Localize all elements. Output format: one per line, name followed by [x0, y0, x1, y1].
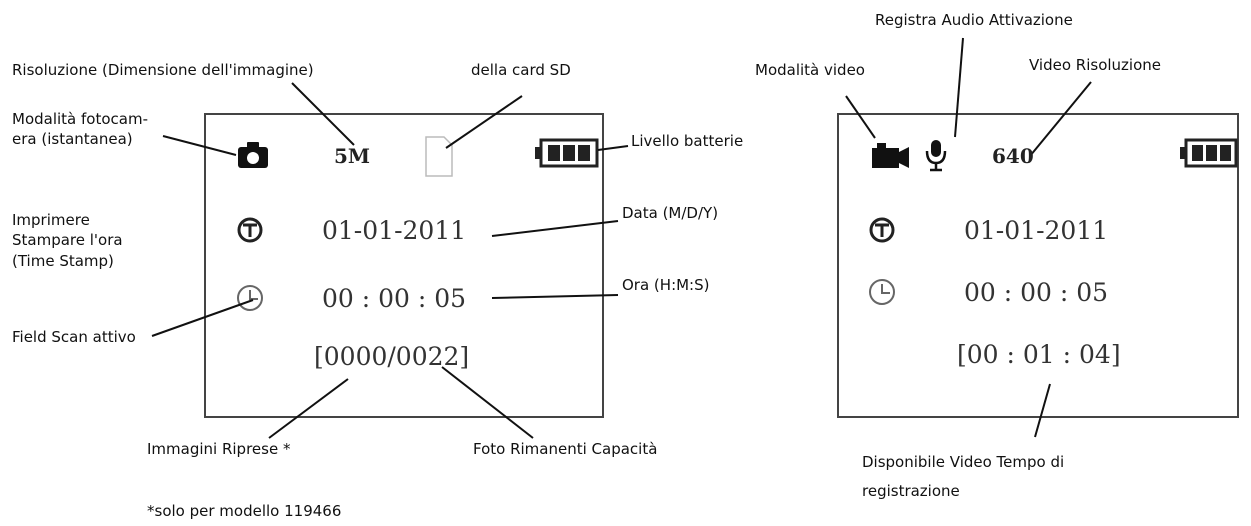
leader-camera-mode — [162, 135, 237, 156]
screen-time-value: 00 : 00 : 05 — [322, 284, 467, 313]
leader-available-time — [1034, 383, 1051, 438]
leader-lines — [151, 37, 1092, 439]
screen-date-value: 01-01-2011 — [322, 216, 467, 245]
screen-video-resolution-value: 640 — [992, 144, 1034, 168]
footnote: *solo per modello 119466 — [147, 502, 342, 520]
leader-date — [491, 220, 619, 237]
leader-images-taken — [268, 378, 349, 439]
label-available-time: Disponibile Video Tempo di registrazione — [862, 453, 1065, 500]
label-date-format: Data (M/D/Y) — [622, 204, 719, 222]
sd-card-icon — [425, 136, 453, 177]
right-screen-frame — [837, 113, 1239, 418]
leader-battery — [597, 145, 629, 151]
leader-time — [491, 294, 619, 299]
label-video-resolution: Video Risoluzione — [1029, 56, 1162, 74]
leader-resolution — [291, 82, 355, 146]
leader-sd-card — [445, 95, 523, 149]
left-screen-frame — [204, 113, 604, 418]
battery-icon-right — [1180, 138, 1238, 168]
screen-time-value-right: 00 : 00 : 05 — [964, 278, 1109, 307]
clock-icon-right — [869, 279, 895, 305]
camera-icon — [238, 142, 268, 168]
screen-counter-value: [0000/0022] — [314, 342, 470, 371]
label-field-scan: Field Scan attivo — [12, 328, 136, 346]
battery-icon — [535, 138, 599, 168]
label-resolution: Risoluzione (Dimensione dell'immagine) — [12, 61, 314, 79]
time-stamp-icon-right — [869, 217, 895, 243]
clock-icon — [237, 285, 263, 311]
label-video-mode: Modalità video — [755, 61, 865, 79]
label-sd-card: della card SD — [471, 61, 571, 79]
label-remaining-capacity: Foto Rimanenti Capacità — [473, 440, 658, 458]
screen-date-value-right: 01-01-2011 — [964, 216, 1109, 245]
video-camera-icon — [872, 143, 909, 168]
leader-video-mode — [845, 95, 876, 139]
label-images-taken: Immagini Riprese * — [147, 440, 291, 458]
screen-remaining-time-value: [00 : 01 : 04] — [957, 340, 1121, 369]
label-camera-mode: Modalità fotocam-era (istantanea) — [12, 110, 148, 149]
label-time-format: Ora (H:M:S) — [622, 276, 710, 294]
label-audio-recording: Registra Audio Attivazione — [875, 11, 1073, 29]
label-time-stamp: Imprimere Stampare l'ora (Time Stamp) — [12, 211, 123, 270]
leader-field-scan — [151, 299, 254, 337]
leader-remaining — [441, 366, 534, 439]
label-battery-level: Livello batterie — [631, 132, 744, 150]
time-stamp-icon — [237, 217, 263, 243]
microphone-icon — [925, 140, 947, 172]
leader-audio — [954, 37, 964, 138]
screen-resolution-value: 5M — [334, 144, 371, 168]
leader-video-resolution — [1029, 81, 1092, 157]
